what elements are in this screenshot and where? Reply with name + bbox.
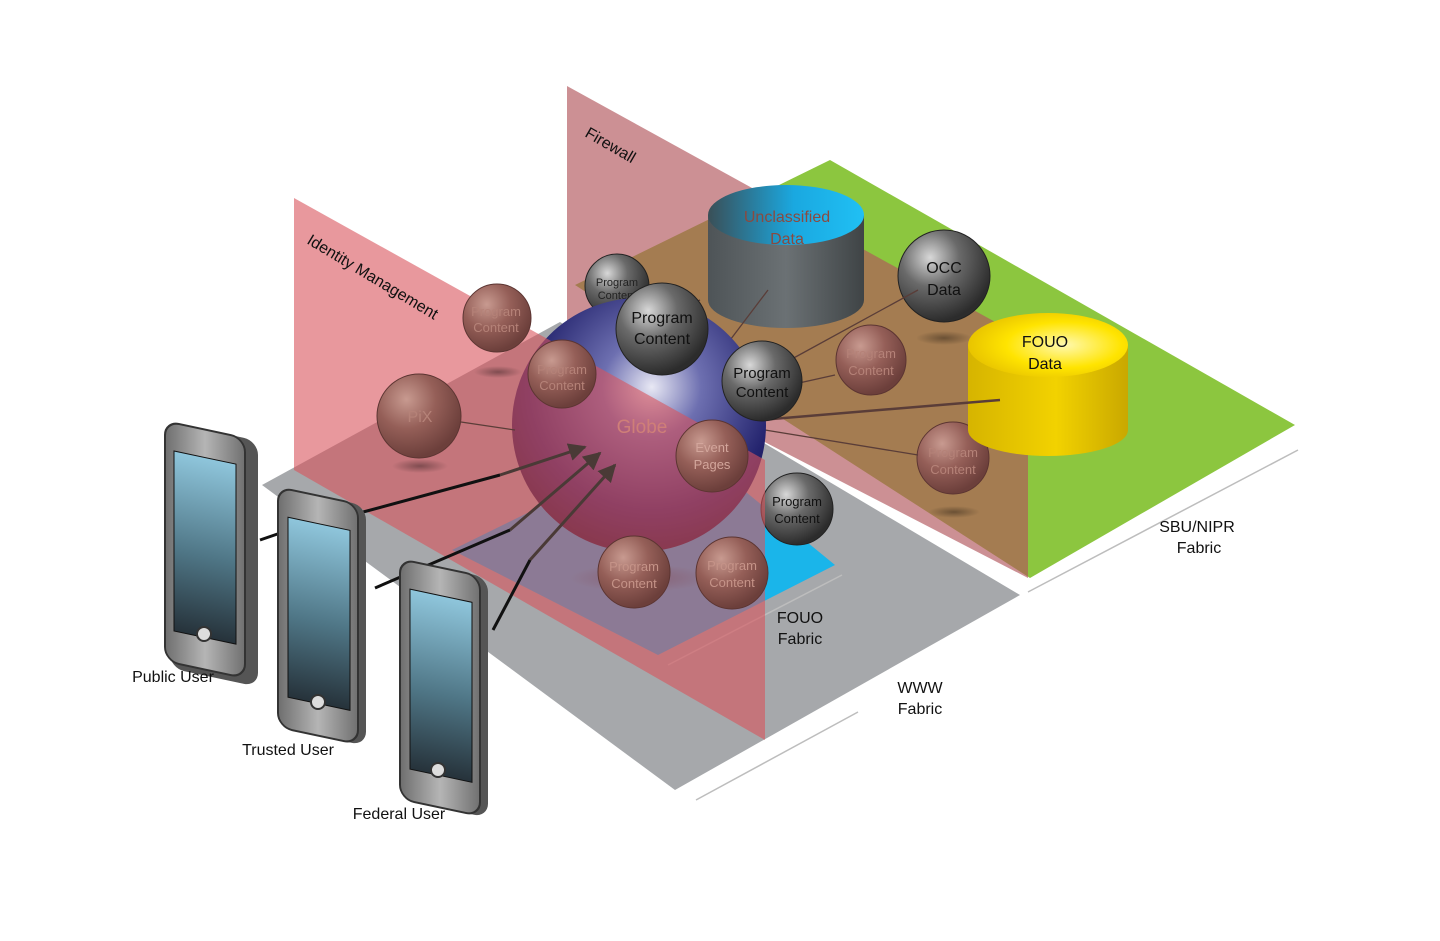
event-pages-sphere: Event Pages <box>675 419 749 493</box>
fouo-fabric-label-line1: FOUO <box>777 610 823 627</box>
fouo-data-label-line1: FOUO <box>1022 334 1068 351</box>
pc-label-line1: Program <box>471 304 521 319</box>
pc-label-line1: Program <box>733 365 791 382</box>
trusted-user-phone[interactable] <box>277 487 366 746</box>
pc-label-line1: Program <box>537 362 587 377</box>
pc-label-line1: Program <box>772 494 822 509</box>
program-content-sphere-lower-bright: Program Content <box>760 472 834 546</box>
firewall-wall <box>567 86 1028 578</box>
pc-label-line2: Content <box>634 331 691 348</box>
occ-data-sphere: OCC Data <box>897 229 991 345</box>
pc-label-line1: Program <box>631 310 692 327</box>
pc-label-line1: Program <box>596 277 638 289</box>
unclassified-label-line1: Unclassified <box>744 209 830 226</box>
program-content-sphere-bottom-left: Program Content <box>597 535 671 609</box>
fouo-fabric-label-line2: Fabric <box>778 631 822 648</box>
user-arrows <box>499 443 617 562</box>
program-content-sphere-right-1: Program Content <box>835 324 907 396</box>
trusted-user-label: Trusted User <box>242 742 335 759</box>
www-fabric-label-line2: Fabric <box>898 701 942 718</box>
pc-label-line2: Content <box>736 384 789 401</box>
pc-label-line1: Program <box>609 559 659 574</box>
pc-label-line2: Content <box>539 378 585 393</box>
program-content-sphere-left-mid: Program Content <box>527 339 597 409</box>
sbu-edge-line <box>1027 449 1299 593</box>
event-label-line1: Event <box>695 440 729 455</box>
pix-sphere: PiX <box>376 373 462 473</box>
fouo-data-cylinder: FOUO Data <box>968 313 1128 456</box>
federal-user-label: Federal User <box>353 806 446 823</box>
www-fabric-label-line1: WWW <box>897 680 943 697</box>
sbu-fabric-label-line1: SBU/NIPR <box>1159 519 1235 536</box>
federal-user-phone[interactable] <box>399 559 488 818</box>
pc-label-line2: Content <box>774 511 820 526</box>
program-content-sphere-center: Program Content <box>615 282 709 376</box>
unclassified-data-cylinder: Unclassified Data <box>708 185 864 328</box>
program-content-sphere-left-top: Program Content <box>462 283 532 378</box>
pc-label-line2: Content <box>473 320 519 335</box>
fouo-data-label-line2: Data <box>1028 356 1062 373</box>
globe-label: Globe <box>617 417 668 438</box>
pc-label-line2: Content <box>611 576 657 591</box>
pc-label-line2: Content <box>709 575 755 590</box>
www-edge-line <box>695 711 859 801</box>
pc-label-line1: Program <box>928 445 978 460</box>
sbu-fabric-label-line2: Fabric <box>1177 540 1221 557</box>
event-label-line2: Pages <box>694 457 731 472</box>
occ-label-line1: OCC <box>926 260 962 277</box>
pc-label-line2: Content <box>930 462 976 477</box>
occ-label-line2: Data <box>927 282 961 299</box>
public-user-label: Public User <box>132 669 214 686</box>
pix-label: PiX <box>408 409 433 426</box>
program-content-sphere-right-bright: Program Content <box>721 340 803 422</box>
public-user-phone[interactable] <box>164 421 258 687</box>
pc-label-line2: Content <box>848 363 894 378</box>
pc-label-line1: Program <box>707 558 757 573</box>
pc-label-line1: Program <box>846 346 896 361</box>
unclassified-label-line2: Data <box>770 231 804 248</box>
pix-connector <box>460 421 516 431</box>
program-content-sphere-right-2: Program Content <box>916 421 990 518</box>
program-content-sphere-bottom-right: Program Content <box>695 536 769 610</box>
user-lines <box>259 473 532 631</box>
